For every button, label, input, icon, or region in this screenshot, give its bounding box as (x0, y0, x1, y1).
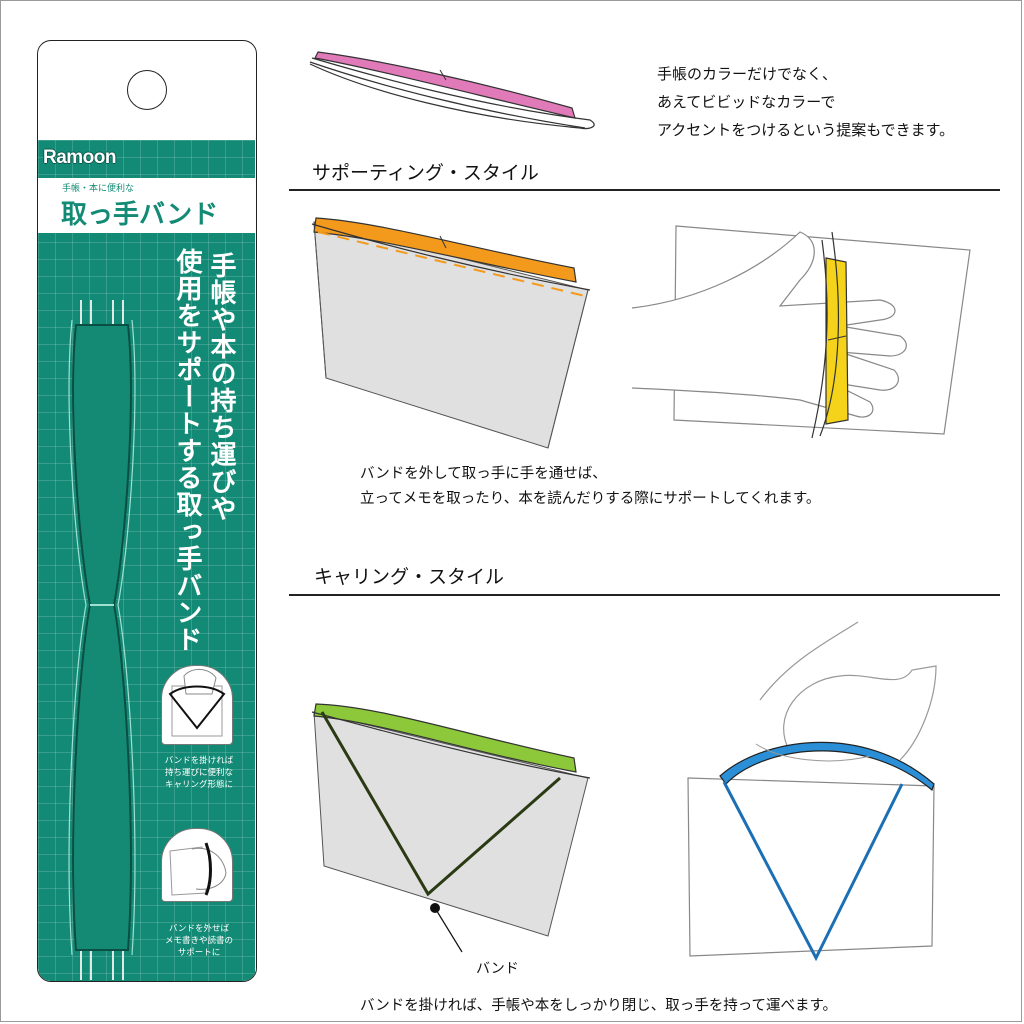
band-product-illustration (68, 300, 136, 980)
intro-text: 手帳のカラーだけでなく、 あえてビビッドなカラーで アクセントをつけるという提案… (657, 60, 954, 144)
brand-logo: Ramoon (43, 147, 117, 168)
hand-blue-band-illustration (687, 621, 937, 962)
product-name: 取っ手バンド (61, 200, 219, 230)
intro-line: あえてビビッドなカラーで (657, 93, 836, 111)
carry-caption-line: バンドを掛ければ (164, 756, 234, 766)
support-caption-line: バンドを外せば (169, 924, 229, 934)
carry-style-inset (161, 665, 233, 745)
pink-band-illustration (309, 51, 595, 130)
package-title-band: 手帳・本に便利な 取っ手バンド (38, 178, 255, 233)
book-orange-band-illustration (311, 217, 591, 449)
supporting-section-title: サポーティング・スタイル (312, 162, 539, 184)
supporting-description: バンドを外して取っ手に手を通せば、 立ってメモを取ったり、本を読んだりする際にサ… (360, 462, 820, 512)
carrying-description: バンドを掛ければ、手帳や本をしっかり閉じ、取っ手を持って運べます。 (360, 998, 838, 1014)
tagline-column-1: 手帳や本の持ち運びや (206, 252, 236, 522)
band-callout-label: バンド (476, 961, 519, 977)
carry-caption-line: キャリング形態に (164, 780, 233, 790)
hand-yellow-band-illustration (631, 225, 971, 439)
support-caption-line: サポートに (177, 948, 221, 958)
hang-hole (127, 70, 167, 110)
intro-line: アクセントをつけるという提案もできます。 (657, 121, 955, 139)
support-caption: バンドを外せば メモ書きや読書の サポートに (149, 923, 249, 959)
supporting-description-line: 立ってメモを取ったり、本を読んだりする際にサポートしてくれます。 (360, 491, 821, 507)
product-package: Ramoon 手帳・本に便利な 取っ手バンド 手帳や本の持ち運びや 使用をサポー… (37, 40, 257, 982)
support-style-inset (161, 828, 233, 902)
supporting-description-line: バンドを外して取っ手に手を通せば、 (360, 466, 607, 482)
tagline-column-2: 使用をサポートする取っ手バンド (172, 248, 202, 653)
section-divider (289, 594, 1000, 596)
intro-line: 手帳のカラーだけでなく、 (657, 65, 838, 83)
band-body (72, 324, 132, 951)
support-caption-line: メモ書きや読書の (164, 936, 233, 946)
carrying-section-title: キャリング・スタイル (314, 566, 505, 588)
carry-caption-line: 持ち運びに便利な (164, 768, 233, 778)
carry-caption: バンドを掛ければ 持ち運びに便利な キャリング形態に (149, 755, 249, 791)
package-subtitle: 手帳・本に便利な (62, 184, 135, 194)
book-green-band-illustration (311, 703, 591, 953)
section-divider (289, 189, 1000, 191)
